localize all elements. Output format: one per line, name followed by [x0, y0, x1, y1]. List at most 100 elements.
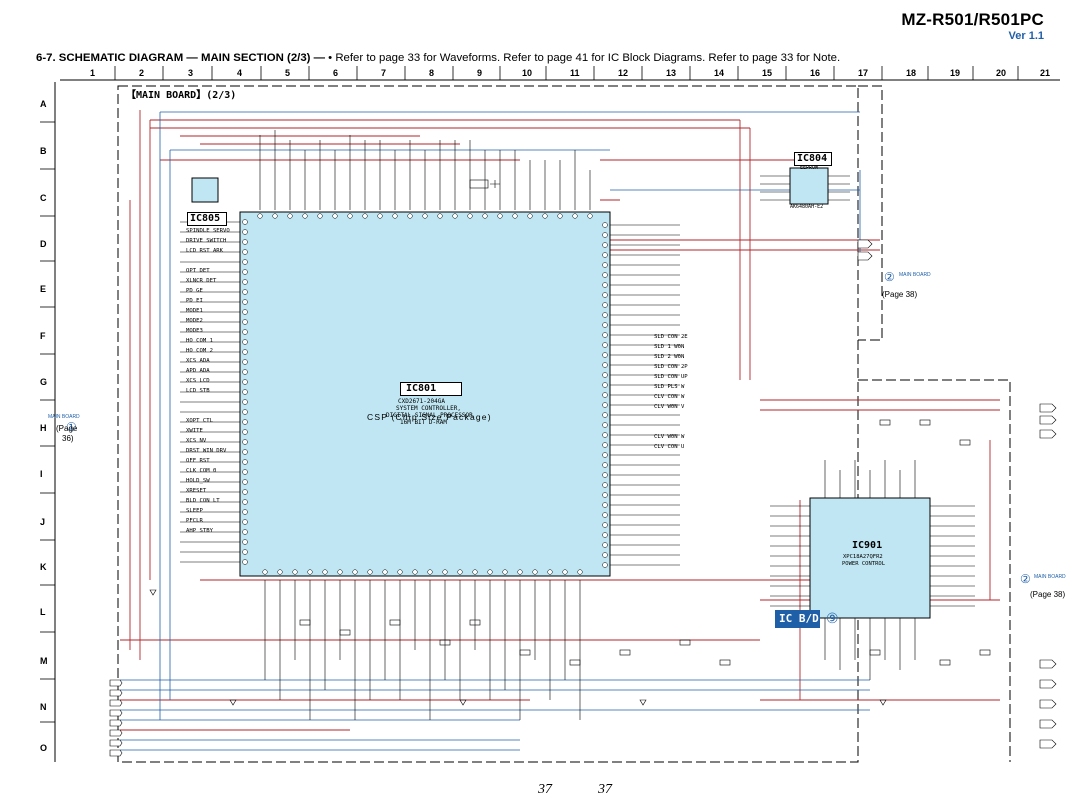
- signal-label: XCS NV: [186, 438, 207, 444]
- row-label: C: [40, 193, 47, 203]
- signal-label: PFCLR: [186, 518, 203, 524]
- signal-label: SLD CON 2P: [654, 364, 688, 370]
- col-label: 5: [285, 68, 291, 78]
- signal-label: CLK COM 0: [186, 468, 217, 474]
- ic804-label-box: [794, 152, 832, 166]
- board-title: 【MAIN BOARD】(2/3): [126, 90, 237, 101]
- ic-block-diagram-label: IC B/D: [779, 612, 819, 625]
- signal-label: BLD CON LT: [186, 498, 220, 504]
- ref-9-icon: ⑨: [826, 610, 839, 626]
- col-label: 19: [950, 68, 961, 78]
- right-bottom-connector-num: ②: [1020, 572, 1031, 586]
- signal-label: CLV W0N V: [654, 404, 685, 410]
- model-title: MZ-R501/R501PC: [901, 10, 1044, 29]
- signal-label: MODE1: [186, 308, 203, 314]
- ic805-ref: IC805: [190, 213, 221, 224]
- row-label: I: [40, 469, 43, 479]
- row-label: B: [40, 146, 47, 156]
- signal-label: SLD CON 2E: [654, 334, 688, 340]
- right-top-board-ref: MAIN BOARD: [899, 272, 931, 278]
- row-label: A: [40, 99, 47, 109]
- col-label: 2: [139, 68, 145, 78]
- ic901-part: XPC18A27QFR2: [843, 554, 883, 560]
- signal-label: SLEEP: [186, 508, 203, 514]
- signal-label: SPINDLE SERVO: [186, 228, 230, 234]
- left-page-ref-2: 36): [62, 434, 74, 443]
- signal-label: HO COM 1: [186, 338, 213, 344]
- title-prefix: 6-7. SCHEMATIC DIAGRAM — MAIN SECTION (2…: [36, 52, 325, 64]
- right-top-page-ref: (Page 38): [882, 290, 918, 299]
- signal-label: CLV W0N W: [654, 434, 685, 440]
- signal-label: PD GE: [186, 288, 203, 294]
- page-number-right: 37: [598, 782, 612, 797]
- ic804-ref: IC804: [797, 153, 828, 164]
- signal-label: MODE3: [186, 328, 203, 334]
- signal-label: DRST WIN DRV: [186, 448, 227, 454]
- signal-label: CLV CON W: [654, 394, 685, 400]
- signal-label: XCS LCD: [186, 378, 210, 384]
- col-label: 9: [477, 68, 483, 78]
- col-label: 8: [429, 68, 435, 78]
- left-signal-list: SPINDLE SERVO DRIVE SWITCH LCD RST ARK O…: [186, 226, 230, 536]
- ic801-desc-3: 16M BIT D-RAM: [400, 419, 447, 426]
- signal-label: XRESET: [186, 488, 207, 494]
- signal-label: CLV CON U: [654, 444, 685, 450]
- row-label: O: [40, 743, 48, 753]
- page-number-left: 37: [538, 782, 552, 797]
- signal-label: XLNCR DET: [186, 278, 217, 284]
- row-label: H: [40, 423, 47, 433]
- col-label: 20: [996, 68, 1007, 78]
- signal-label: SLD PLS W: [654, 384, 685, 390]
- right-top-connector-num: ②: [884, 270, 895, 284]
- left-connector-num: ①: [66, 420, 77, 434]
- row-label: K: [40, 562, 47, 572]
- row-label: L: [40, 607, 46, 617]
- col-label: 11: [570, 68, 580, 78]
- col-label: 15: [762, 68, 773, 78]
- row-label: D: [40, 239, 47, 249]
- signal-label: LCD RST ARK: [186, 248, 224, 254]
- signal-label: MODE2: [186, 318, 203, 324]
- col-label: 12: [618, 68, 629, 78]
- ic801-ref: IC801: [406, 383, 437, 394]
- ic804-desc: EEPROM: [800, 165, 819, 171]
- signal-label: HO COM 2: [186, 348, 213, 354]
- col-label: 3: [188, 68, 194, 78]
- col-label: 21: [1040, 68, 1051, 78]
- signal-label: PD EI: [186, 298, 203, 304]
- signal-label: XOPT CTL: [186, 418, 213, 424]
- right-bottom-board-ref: MAIN BOARD: [1034, 574, 1066, 580]
- row-label: G: [40, 377, 48, 387]
- row-label: N: [40, 702, 47, 712]
- row-label: M: [40, 656, 48, 666]
- col-label: 18: [906, 68, 917, 78]
- signal-label: SLD 2 W0N: [654, 354, 685, 360]
- signal-label: HOLD_SW: [186, 478, 210, 484]
- ic901-ref: IC901: [852, 540, 883, 551]
- ic801-desc-1: SYSTEM CONTROLLER,: [396, 405, 462, 412]
- signal-label: AHP STBY: [186, 528, 213, 534]
- col-label: 13: [666, 68, 677, 78]
- left-page-ref: (Page: [56, 424, 78, 433]
- row-label: J: [40, 517, 46, 527]
- signal-label: DRIVE SWITCH: [186, 238, 227, 244]
- ic801-part: CXD2671-204GA: [398, 398, 445, 405]
- signal-label: LCD STB: [186, 388, 210, 394]
- signal-label: OFF RST: [186, 458, 210, 464]
- ic801-label-box: [400, 382, 462, 396]
- ic901-desc: POWER CONTROL: [842, 561, 886, 567]
- col-label: 17: [858, 68, 869, 78]
- signal-label: SLD CON UP: [654, 374, 688, 380]
- title-note: • Refer to page 33 for Waveforms. Refer …: [325, 52, 841, 64]
- col-label: 6: [333, 68, 339, 78]
- section-title: 6-7. SCHEMATIC DIAGRAM — MAIN SECTION (2…: [36, 52, 840, 64]
- col-label: 1: [90, 68, 96, 78]
- row-label: F: [40, 331, 46, 341]
- signal-label: APD ADA: [186, 368, 210, 374]
- left-board-ref: MAIN BOARD: [48, 414, 80, 420]
- signal-label: OPT DET: [186, 268, 210, 274]
- signal-label: SLD 1 W0N: [654, 344, 685, 350]
- right-signal-list: SLD CON 2E SLD 1 W0N SLD 2 W0N SLD CON 2…: [654, 332, 688, 452]
- ic801-desc-2: DIGITAL SIGNAL PROCESSOR: [386, 412, 473, 419]
